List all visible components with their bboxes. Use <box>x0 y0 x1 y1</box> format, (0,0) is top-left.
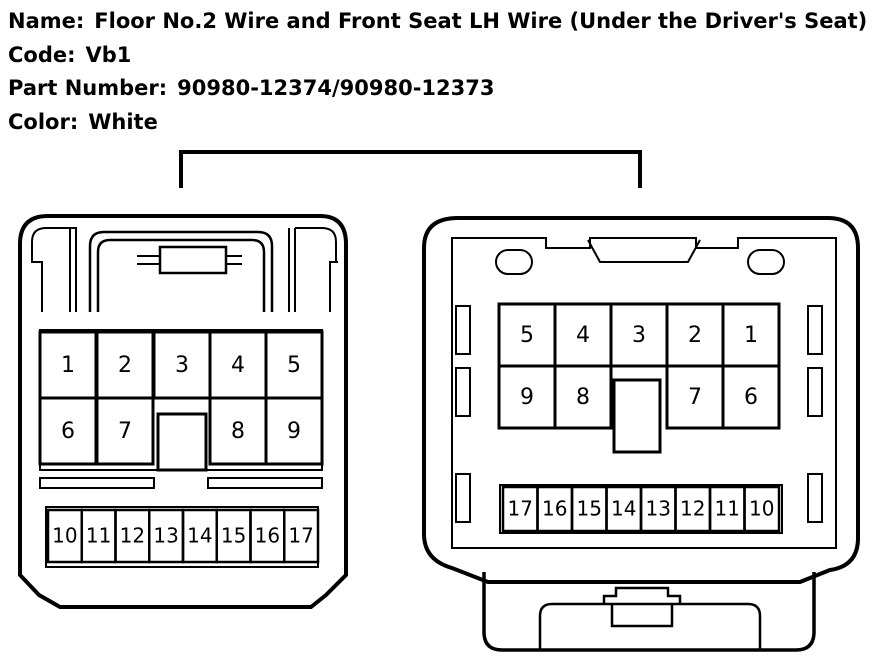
pin-number: 9 <box>520 385 534 410</box>
pin-number: 13 <box>153 524 178 548</box>
pin-number: 12 <box>680 497 705 521</box>
right-connector-side-notch <box>807 367 823 417</box>
connector-name-row: Name: Floor No.2 Wire and Front Seat LH W… <box>8 9 867 33</box>
pin-number: 7 <box>118 419 132 444</box>
pin-number: 16 <box>542 497 567 521</box>
pin-number: 7 <box>688 385 702 410</box>
pin-number: 17 <box>508 497 533 521</box>
pin-number: 3 <box>632 323 646 348</box>
code-label: Code: <box>8 43 76 67</box>
left-connector-key-slot <box>156 412 208 472</box>
right-connector-body <box>422 216 860 584</box>
part-number-row: Part Number: 90980-12374/90980-12373 <box>8 76 494 100</box>
pin-number: 2 <box>688 323 702 348</box>
pin-number: 5 <box>520 323 534 348</box>
pin-cavity <box>553 364 613 430</box>
pin-number: 6 <box>61 419 75 444</box>
pin-number: 1 <box>744 323 758 348</box>
right-connector-lock-inner <box>538 602 762 650</box>
left-connector-rib <box>39 477 155 489</box>
pin-cavity <box>95 396 155 466</box>
right-connector-side-notch <box>807 473 823 523</box>
left-connector-lock-hinge <box>137 255 242 265</box>
connector-color-row: Color: White <box>8 110 158 134</box>
left-connector-cavity-frame <box>39 329 323 471</box>
pin-number: 11 <box>715 497 740 521</box>
right-connector: 5 4 3 2 1 9 8 7 6 17 16 15 14 13 12 11 10 <box>422 216 860 652</box>
right-connector-inner-wall <box>451 237 837 549</box>
pin-number: 10 <box>52 524 77 548</box>
pin-number: 13 <box>646 497 671 521</box>
right-connector-side-notch <box>455 305 471 355</box>
left-connector-rib <box>207 477 323 489</box>
pin-number: 10 <box>749 497 774 521</box>
part-number: 90980-12374/90980-12373 <box>177 76 495 100</box>
pin-number: 15 <box>221 524 246 548</box>
pin-number: 8 <box>231 419 245 444</box>
left-connector-inner-wall <box>31 227 338 312</box>
pin-number: 14 <box>611 497 636 521</box>
connector-code: Vb1 <box>85 43 132 67</box>
pin-number: 6 <box>744 385 758 410</box>
right-connector-mount-hole <box>747 249 785 275</box>
connector-color: White <box>88 110 158 134</box>
pin-number: 5 <box>287 353 301 378</box>
pin-number: 17 <box>288 524 313 548</box>
pin-number: 11 <box>86 524 111 548</box>
pin-number: 8 <box>576 385 590 410</box>
pin-cavity <box>721 364 781 430</box>
pin-number: 14 <box>187 524 212 548</box>
left-connector-body <box>18 214 348 609</box>
pin-number: 12 <box>120 524 145 548</box>
pin-number: 2 <box>118 353 132 378</box>
right-connector-mount-hole <box>495 249 533 275</box>
pin-number: 9 <box>287 419 301 444</box>
left-connector-lock-arm <box>88 230 274 312</box>
right-connector-small-pin-frame <box>499 484 783 534</box>
part-number-label: Part Number: <box>8 76 168 100</box>
right-connector-side-notch <box>455 473 471 523</box>
pin-number: 16 <box>255 524 280 548</box>
name-label: Name: <box>8 9 85 33</box>
right-connector-latch <box>602 586 682 628</box>
pin-number: 3 <box>175 353 189 378</box>
pin-cavity <box>264 396 324 466</box>
pin-number: 4 <box>231 353 245 378</box>
connector-code-row: Code: Vb1 <box>8 43 131 67</box>
right-connector-key-post <box>612 378 662 454</box>
pin-cavity <box>743 485 781 533</box>
left-connector-lock-tab <box>158 245 228 275</box>
connector-name: Floor No.2 Wire and Front Seat LH Wire (… <box>94 9 868 33</box>
right-connector-lock-slot <box>587 239 701 263</box>
pin-number: 15 <box>577 497 602 521</box>
right-connector-side-notch <box>807 305 823 355</box>
right-connector-lock-housing <box>482 572 816 652</box>
color-label: Color: <box>8 110 79 134</box>
right-connector-side-notch <box>455 367 471 417</box>
pin-number: 4 <box>576 323 590 348</box>
pin-cavity <box>283 508 320 564</box>
pin-number: 1 <box>61 353 75 378</box>
pairing-bracket <box>179 150 642 188</box>
